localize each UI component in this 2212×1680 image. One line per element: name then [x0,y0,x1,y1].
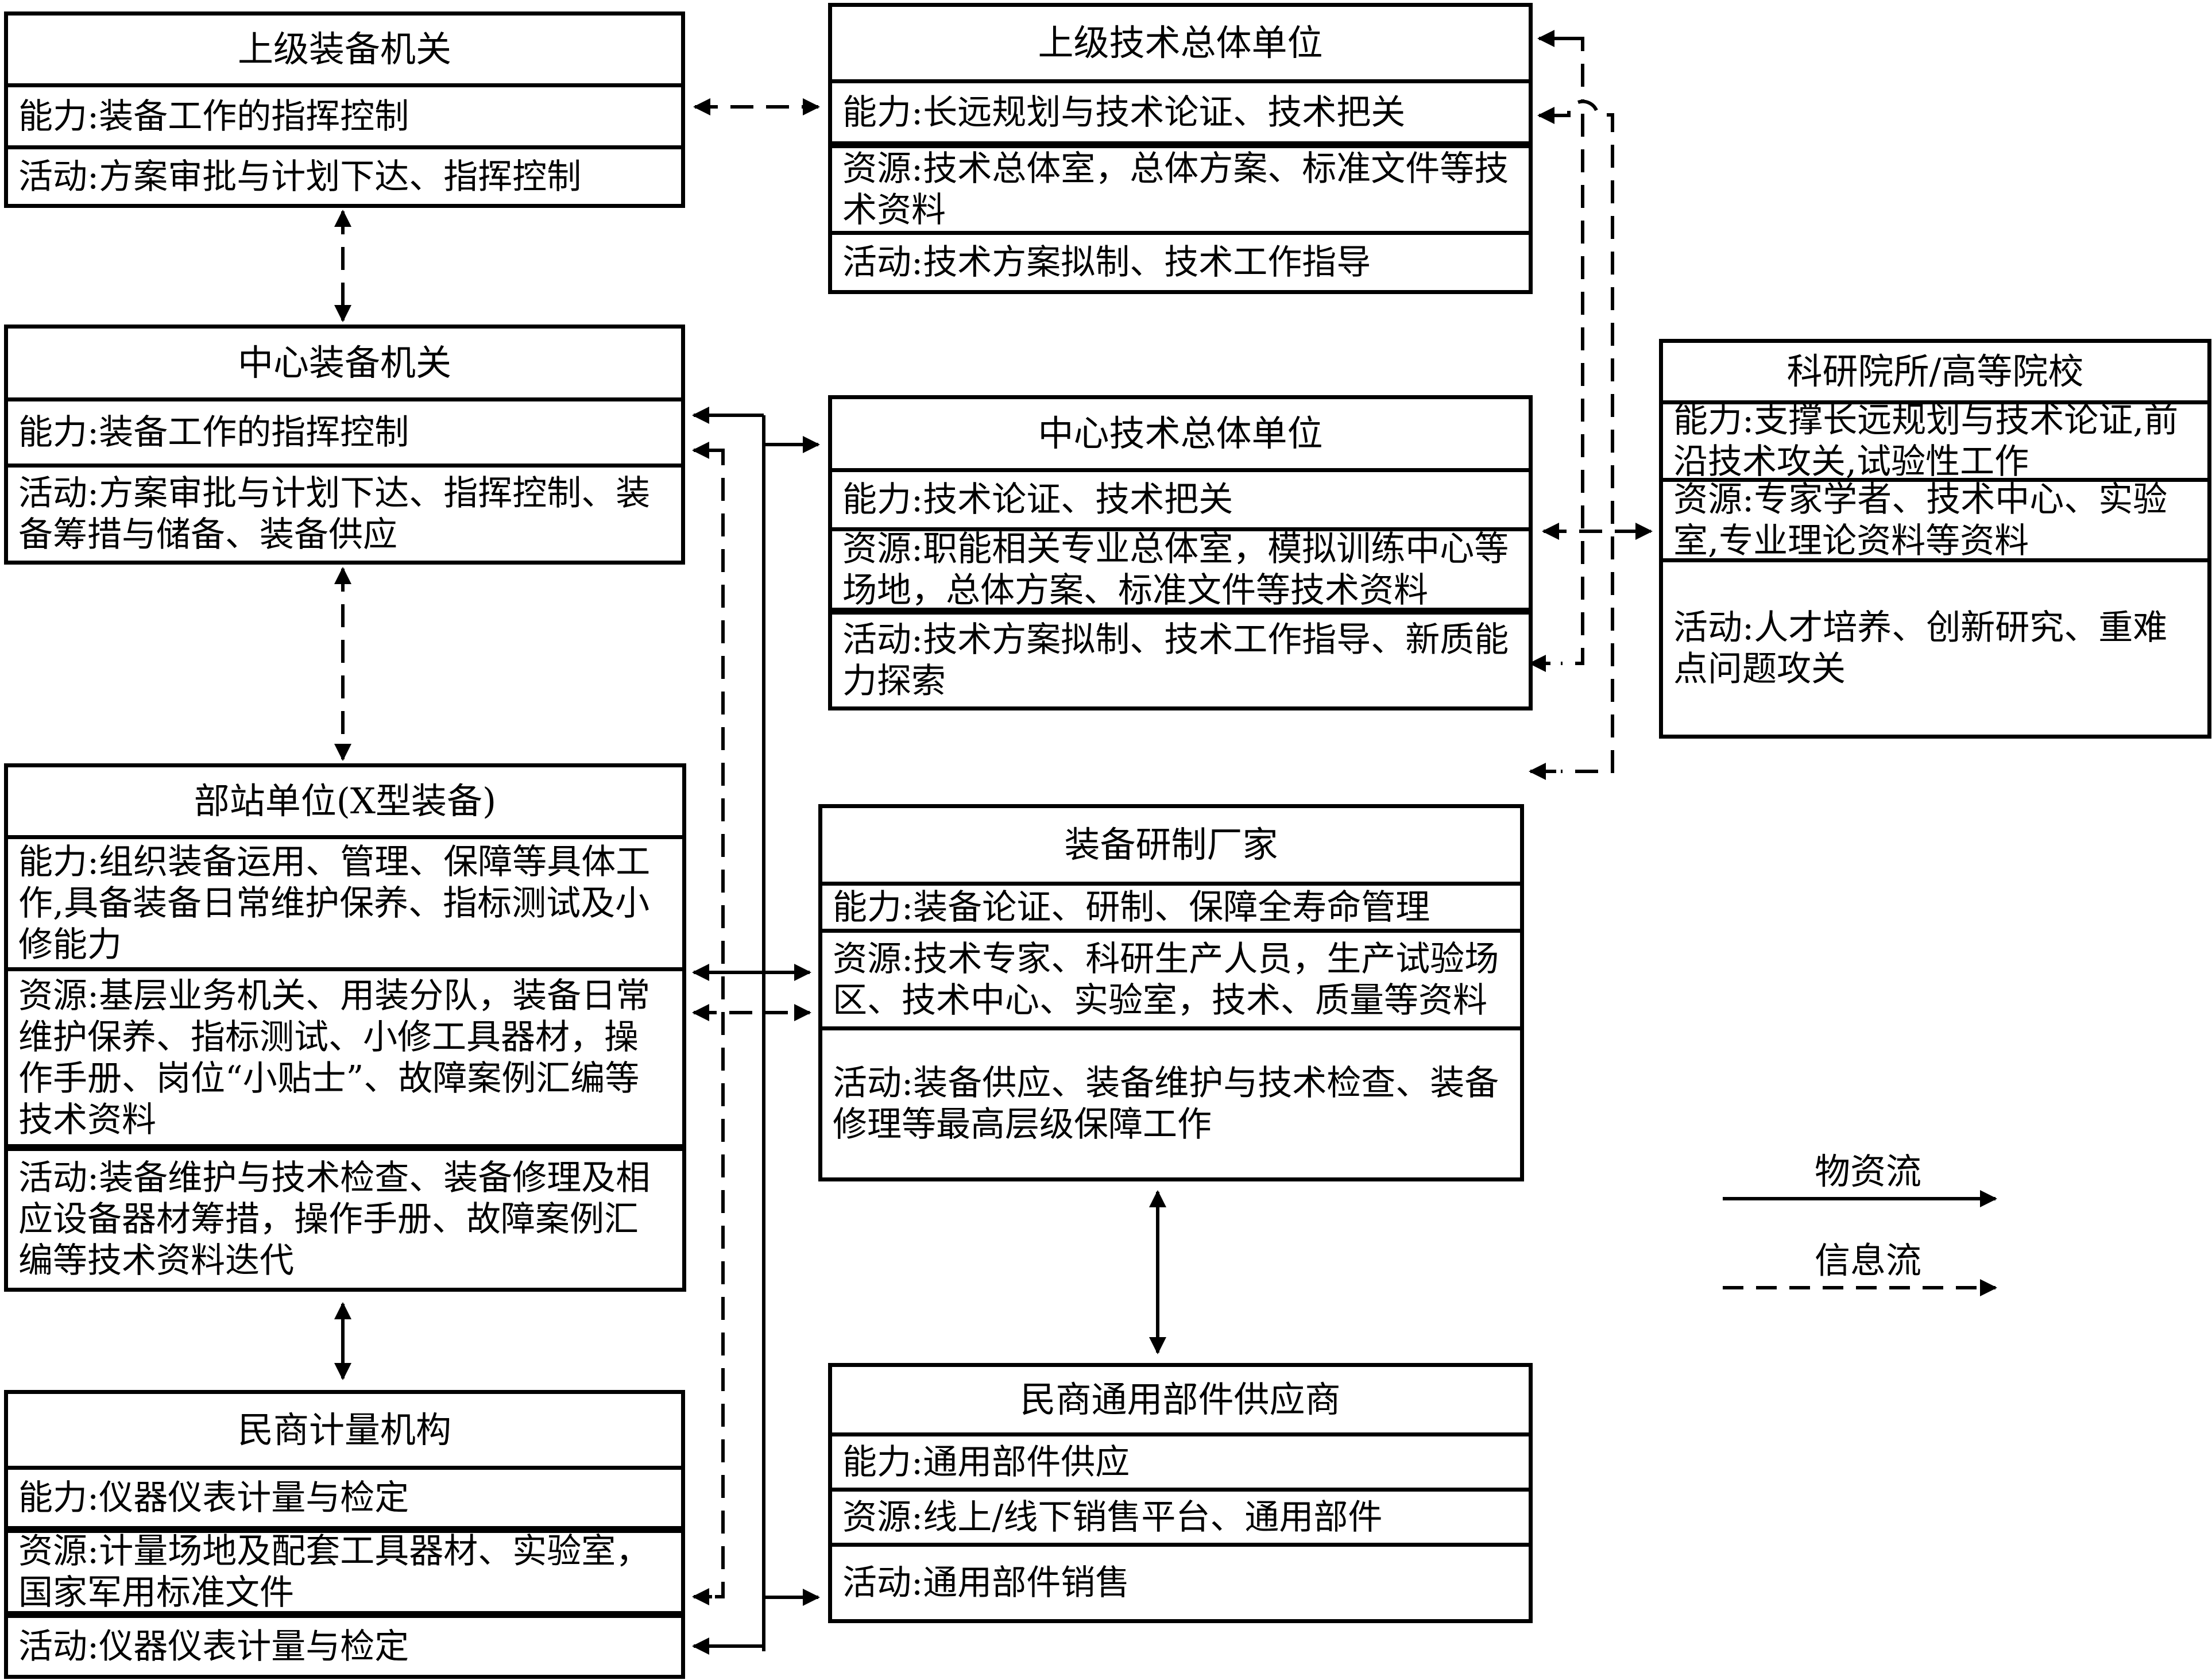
box-upper-tech-unit: 上级技术总体单位 能力:长远规划与技术论证、技术把关 资源:技术总体室，总体方案… [828,3,1533,294]
box-upper-equipment-office: 上级装备机关 能力:装备工作的指挥控制 活动:方案审批与计划下达、指挥控制 [4,11,685,208]
box-title: 民商计量机构 [237,1408,451,1451]
capability-row: 能力:装备工作的指挥控制 [8,83,681,145]
box-parts-supplier: 民商通用部件供应商 能力:通用部件供应 资源:线上/线下销售平台、通用部件 活动… [828,1363,1533,1623]
box-manufacturer: 装备研制厂家 能力:装备论证、研制、保障全寿命管理 资源:技术专家、科研生产人员… [818,804,1524,1181]
resource-row: 资源:线上/线下销售平台、通用部件 [832,1488,1529,1543]
legend-material-flow-label: 物资流 [1815,1150,1922,1192]
box-title: 上级技术总体单位 [1038,22,1323,64]
capability-row: 能力:装备论证、研制、保障全寿命管理 [822,882,1520,929]
box-station-unit: 部站单位(X型装备) 能力:组织装备运用、管理、保障等具体工作,具备装备日常维护… [4,763,686,1292]
activity-row: 活动:方案审批与计划下达、指挥控制、装备筹措与储备、装备供应 [8,464,681,561]
box-title: 科研院所/高等院校 [1786,350,2084,392]
resource-row: 资源:计量场地及配套工具器材、实验室，国家军用标准文件 [8,1526,681,1613]
resource-row: 资源:职能相关专业总体室，模拟训练中心等场地，总体方案、标准文件等技术资料 [832,527,1529,611]
activity-row: 活动:技术方案拟制、技术工作指导、新质能力探索 [832,608,1529,706]
capability-row: 能力:支撑长远规划与技术论证,前沿技术攻关,试验性工作 [1663,400,2207,482]
info-flow-to-upper-tech-capability [1537,107,1571,124]
capability-row: 能力:长远规划与技术论证、技术把关 [832,79,1529,141]
box-center-equipment-office: 中心装备机关 能力:装备工作的指挥控制 活动:方案审批与计划下达、指挥控制、装备… [4,325,685,565]
box-title: 上级装备机关 [237,28,451,70]
activity-row: 活动:仪器仪表计量与检定 [8,1611,681,1675]
capability-row: 能力:技术论证、技术把关 [832,468,1529,527]
info-flow-right-bus-a-lower [1561,114,1584,665]
activity-row: 活动:人才培养、创新研究、重难点问题攻关 [1663,558,2207,735]
info-flow-right-bus-b [1561,113,1614,773]
info-flow-crossing-hop [1577,99,1598,111]
box-center-tech-unit: 中心技术总体单位 能力:技术论证、技术把关 资源:职能相关专业总体室，模拟训练中… [828,395,1533,710]
resource-row: 资源:基层业务机关、用装分队，装备日常维护保养、指标测试、小修工具器材，操作手册… [8,967,682,1144]
box-title: 民商通用部件供应商 [1020,1378,1341,1420]
activity-row: 活动:装备供应、装备维护与技术检查、装备修理等最高层级保障工作 [822,1026,1520,1177]
legend-information-flow-label: 信息流 [1815,1239,1922,1281]
capability-row: 能力:通用部件供应 [832,1432,1529,1488]
activity-row: 活动:方案审批与计划下达、指挥控制 [8,145,681,204]
resource-row: 资源:专家学者、技术中心、实验室,专业理论资料等资料 [1663,478,2207,561]
box-metrology-agency: 民商计量机构 能力:仪器仪表计量与检定 资源:计量场地及配套工具器材、实验室，国… [4,1390,685,1679]
info-flow-right-bus-a [1572,37,1584,102]
resource-row: 资源:技术总体室，总体方案、标准文件等技术资料 [832,141,1529,231]
box-title: 部站单位(X型装备) [194,780,497,822]
box-research-institutes: 科研院所/高等院校 能力:支撑长远规划与技术论证,前沿技术攻关,试验性工作 资源… [1659,339,2211,739]
box-title: 装备研制厂家 [1064,824,1278,866]
capability-row: 能力:组织装备运用、管理、保障等具体工作,具备装备日常维护保养、指标测试及小修能… [8,835,682,967]
box-title: 中心装备机关 [237,342,451,384]
box-title: 中心技术总体单位 [1038,412,1323,454]
capability-row: 能力:装备工作的指挥控制 [8,397,681,464]
activity-row: 活动:通用部件销售 [832,1543,1529,1619]
capability-row: 能力:仪器仪表计量与检定 [8,1466,681,1526]
info-flow-left-bus [714,449,725,1598]
activity-row: 活动:装备维护与技术检查、装备修理及相应设备器材筹措，操作手册、故障案例汇编等技… [8,1144,682,1288]
activity-row: 活动:技术方案拟制、技术工作指导 [832,231,1529,290]
resource-row: 资源:技术专家、科研生产人员，生产试验场区、技术中心、实验室，技术、质量等资料 [822,929,1520,1026]
